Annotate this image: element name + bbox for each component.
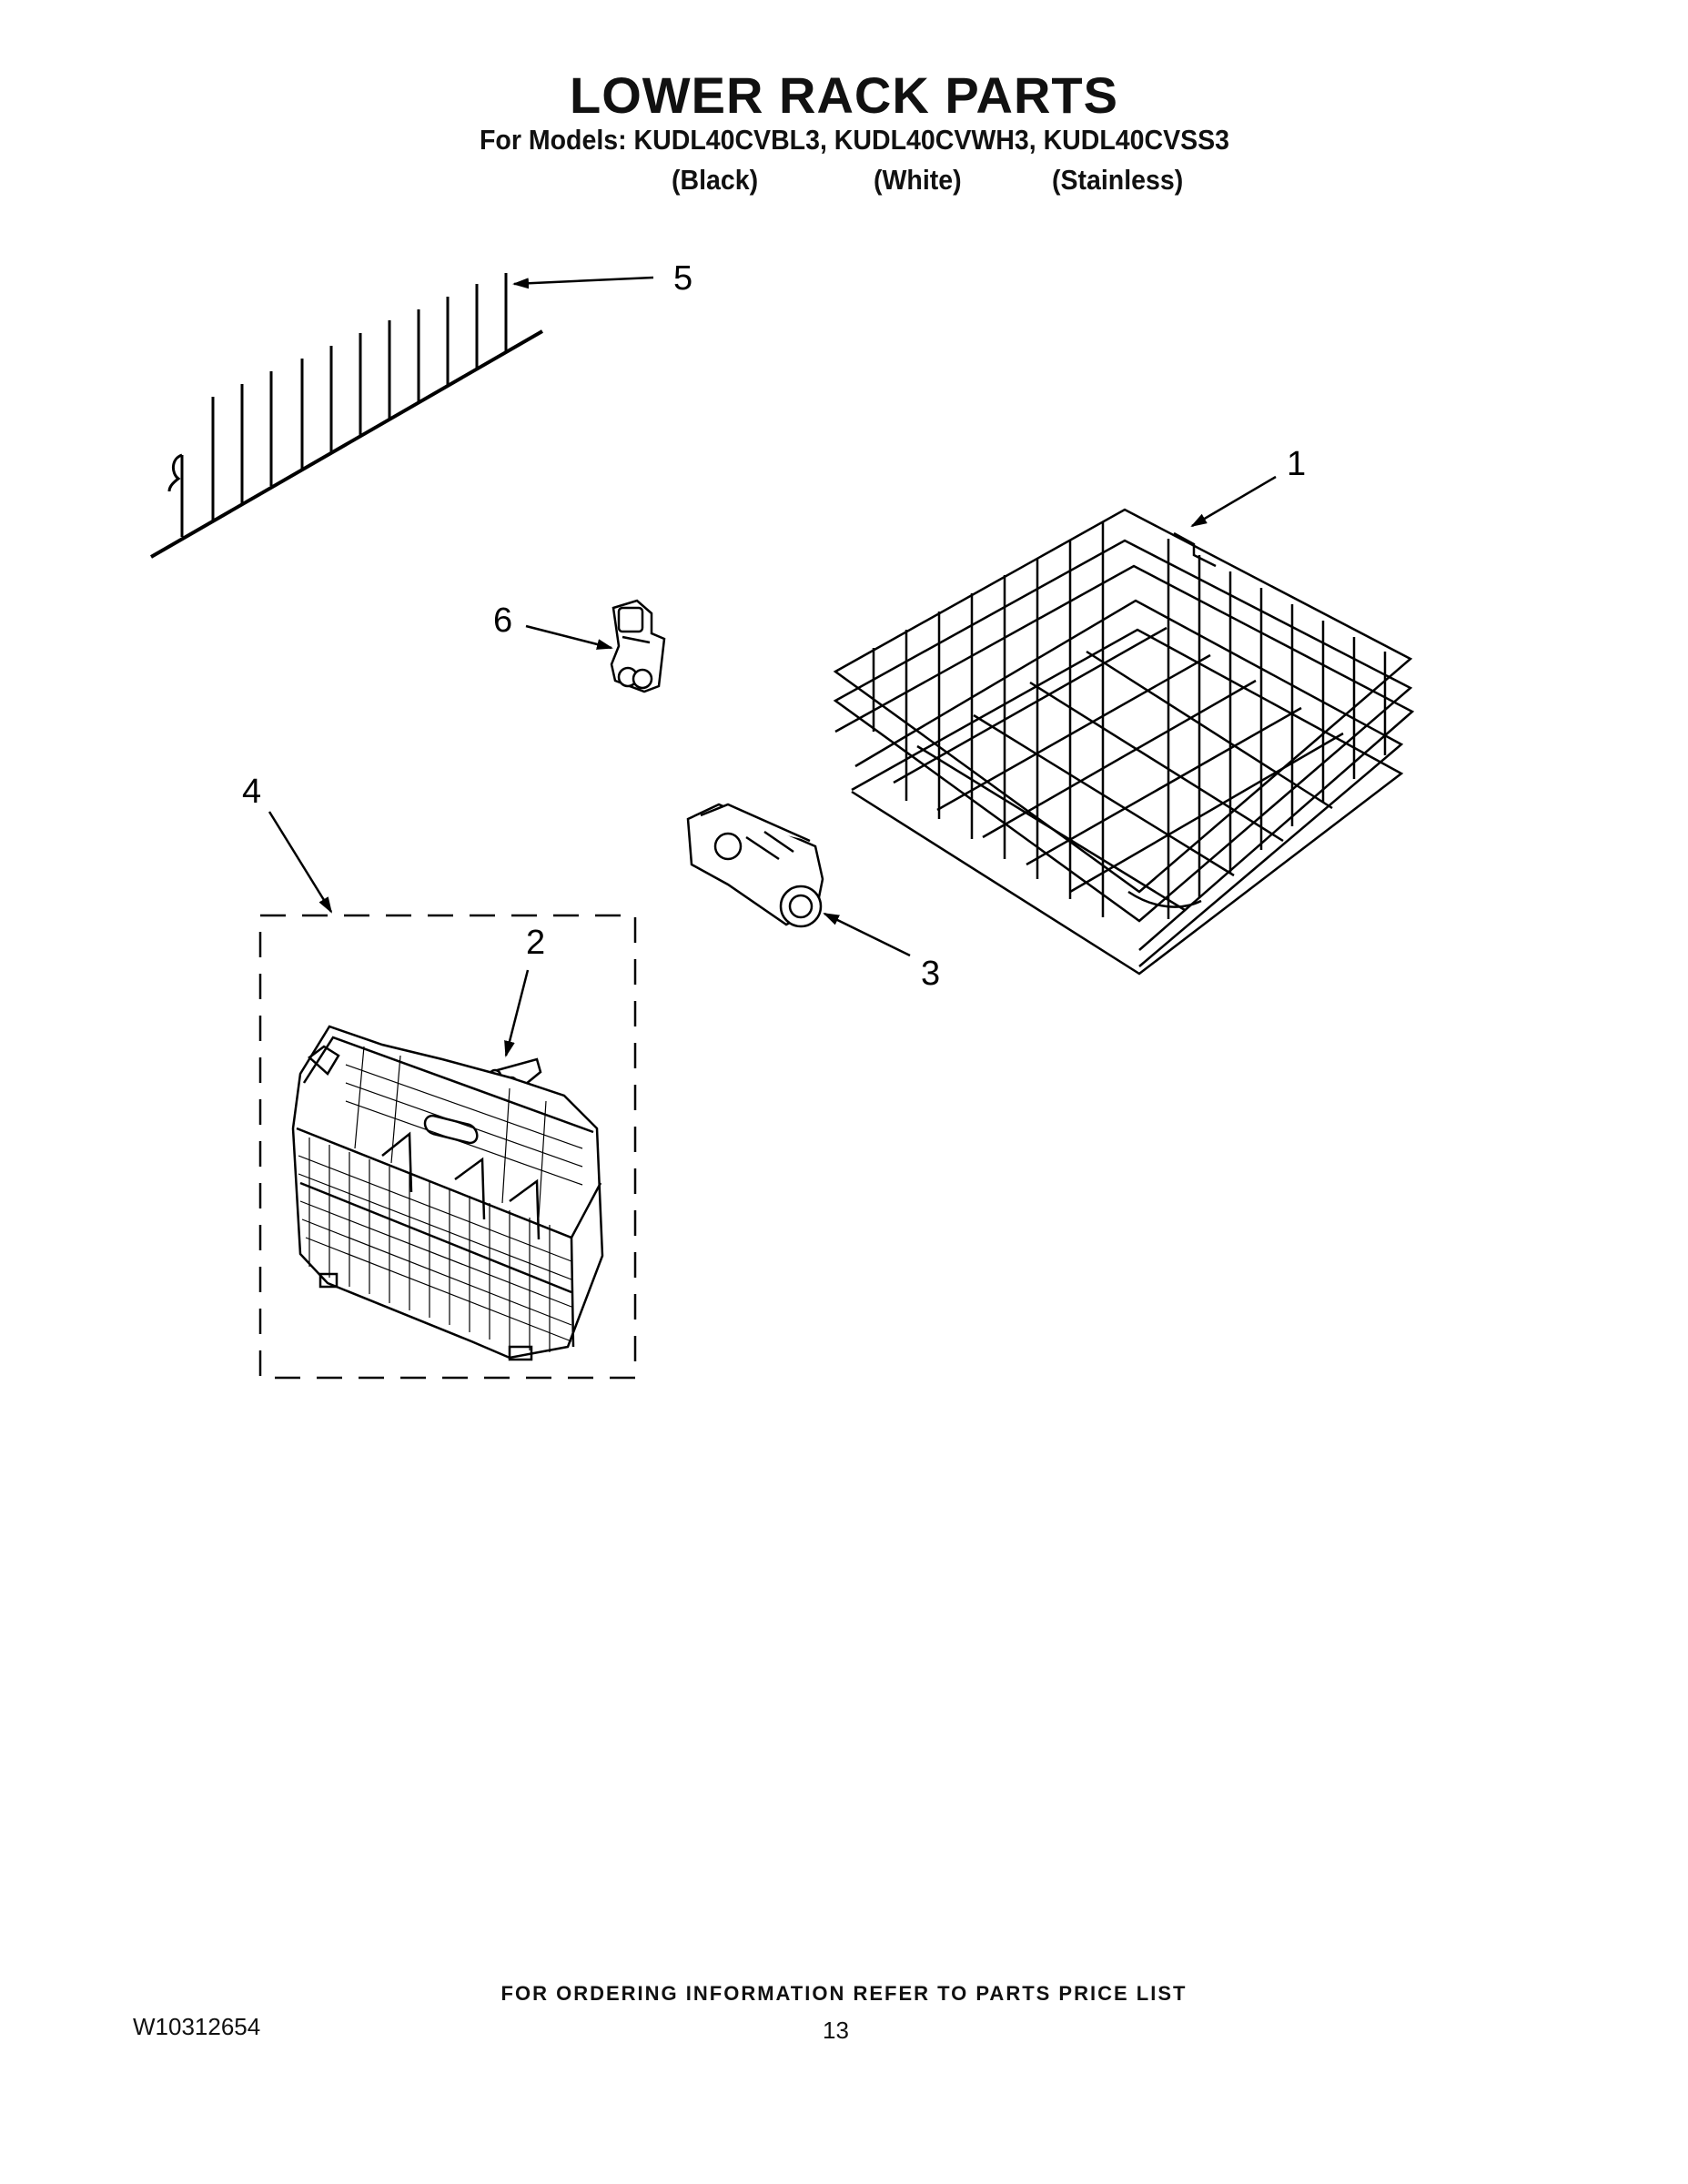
color-black: (Black) (672, 164, 759, 196)
document-number: W10312654 (133, 2013, 261, 2040)
rack-clip-part (610, 599, 666, 693)
callout-4-label: 4 (242, 773, 261, 811)
models-line: For Models: KUDL40CVBL3, KUDL40CVWH3, KU… (480, 124, 1230, 156)
callout-2: 2 (504, 924, 545, 1057)
callout-3: 3 (823, 912, 940, 993)
callout-2-label: 2 (526, 924, 545, 962)
callout-6-label: 6 (493, 602, 512, 640)
callout-1: 1 (1190, 445, 1306, 528)
basket-group-outline (258, 914, 637, 1380)
callout-4: 4 (242, 773, 333, 914)
color-white: (White) (874, 164, 962, 196)
callout-3-label: 3 (921, 955, 940, 993)
callout-5: 5 (512, 259, 692, 298)
callout-5-label: 5 (673, 259, 692, 298)
color-stainless: (Stainless) (1052, 164, 1184, 196)
page-number: 13 (823, 2017, 849, 2044)
silverware-basket-part (291, 1025, 604, 1361)
tine-row-part (150, 273, 543, 559)
callout-1-label: 1 (1287, 445, 1306, 483)
lower-rack-part (833, 508, 1415, 976)
roller-assembly-part (686, 803, 824, 928)
callout-6: 6 (493, 602, 613, 650)
page-title: LOWER RACK PARTS (570, 66, 1118, 124)
ordering-note: FOR ORDERING INFORMATION REFER TO PARTS … (500, 1982, 1188, 2005)
